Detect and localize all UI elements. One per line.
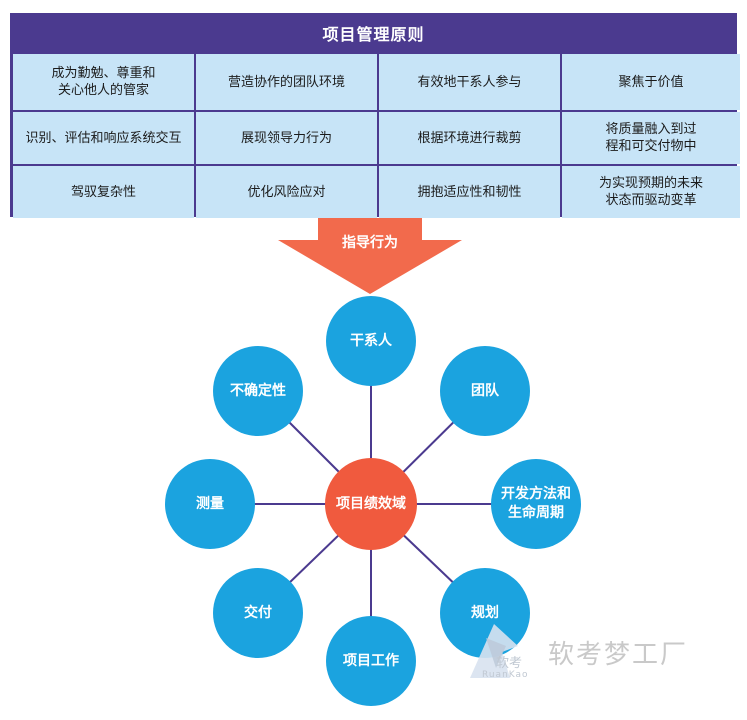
table-title: 项目管理原则 <box>13 16 734 54</box>
principle-cell: 展现领导力行为 <box>196 112 377 164</box>
principle-cell: 为实现预期的未来 状态而驱动变革 <box>562 166 740 218</box>
node-delivery: 交付 <box>213 568 303 658</box>
node-development-approach: 开发方法和 生命周期 <box>491 459 581 549</box>
node-team: 团队 <box>440 346 530 436</box>
principle-cell: 根据环境进行裁剪 <box>379 112 560 164</box>
node-stakeholders: 干系人 <box>326 296 416 386</box>
node-measurement: 测量 <box>165 459 255 549</box>
node-planning: 规划 <box>440 568 530 658</box>
arrow-label: 指导行为 <box>342 235 398 251</box>
principle-cell: 将质量融入到过 程和可交付物中 <box>562 112 740 164</box>
watermark-logo-subtext: RuanKao <box>482 670 529 680</box>
watermark-logo <box>470 624 518 678</box>
principles-grid: 成为勤勉、尊重和 关心他人的管家 营造协作的团队环境 有效地干系人参与 聚焦于价… <box>13 54 740 218</box>
principle-cell: 营造协作的团队环境 <box>196 54 377 110</box>
principle-cell: 有效地干系人参与 <box>379 54 560 110</box>
principle-cell: 识别、评估和响应系统交互 <box>13 112 194 164</box>
watermark-logo-text: 软考 <box>496 656 523 671</box>
node-project-work: 项目工作 <box>326 616 416 706</box>
principle-cell: 优化风险应对 <box>196 166 377 218</box>
guidance-arrow <box>278 218 462 294</box>
principle-cell: 拥抱适应性和韧性 <box>379 166 560 218</box>
node-performance-domains: 项目绩效域 <box>325 458 417 550</box>
guidance-arrow-shape <box>278 218 462 294</box>
principle-cell: 聚焦于价值 <box>562 54 740 110</box>
watermark-text: 软考梦工厂 <box>548 640 689 670</box>
node-uncertainty: 不确定性 <box>213 346 303 436</box>
principle-cell: 成为勤勉、尊重和 关心他人的管家 <box>13 54 194 110</box>
principle-cell: 驾驭复杂性 <box>13 166 194 218</box>
principles-table: 项目管理原则 成为勤勉、尊重和 关心他人的管家 营造协作的团队环境 有效地干系人… <box>10 13 740 218</box>
